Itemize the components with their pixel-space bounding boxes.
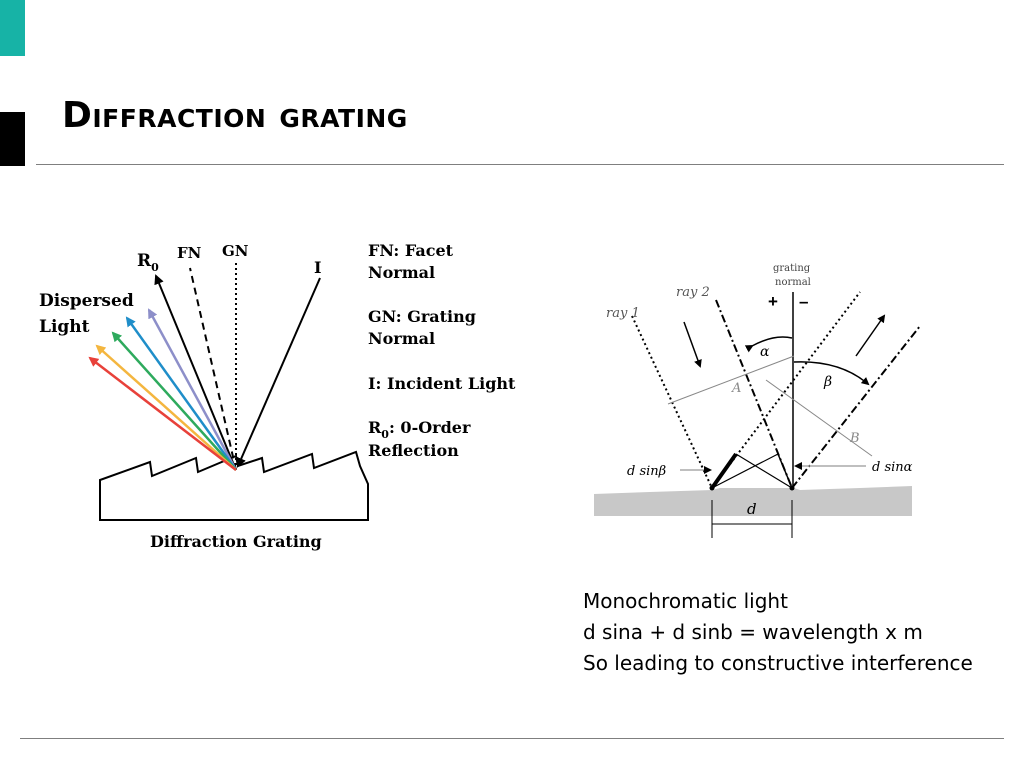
facet-normal-line [189, 267, 237, 471]
r0-label: R0 [137, 251, 159, 274]
legend-r0-line1: R0: 0-Order [368, 418, 471, 441]
dispersed-ray-red [88, 356, 237, 471]
dispersed-ray-blue [125, 316, 238, 471]
dispersed-light-label-2: Light [39, 317, 90, 337]
slide-title: Diffraction grating [62, 95, 408, 136]
i-label: I [314, 258, 321, 277]
caption-block: Monochromatic light d sina + d sinb = wa… [583, 586, 973, 679]
footer-divider [20, 738, 1004, 739]
grating-body [99, 450, 369, 521]
legend-i-line1: I: Incident Light [368, 374, 516, 393]
dispersed-ray-green [111, 331, 237, 471]
legend-gn-line1: GN: Grating [368, 307, 476, 326]
accent-bar-teal [0, 0, 25, 56]
gn-label: GN [222, 242, 249, 260]
caption-line-1: Monochromatic light [583, 589, 788, 613]
legend-gn-line2: Normal [368, 329, 435, 348]
caption-line-3: So leading to constructive interference [583, 651, 973, 675]
grating-caption: Diffraction Grating [150, 532, 322, 551]
title-divider [36, 164, 1004, 165]
dispersed-light-label-1: Dispersed [39, 291, 134, 311]
legend-r0-line2: Reflection [368, 441, 459, 460]
fn-label: FN [177, 244, 202, 262]
caption-line-2: d sina + d sinb = wavelength x m [583, 620, 923, 644]
legend-fn-line1: FN: Facet [368, 241, 454, 260]
dispersed-ray-yellow [95, 344, 237, 471]
incident-light-arrow [236, 277, 321, 468]
zero-order-reflection-arrow [154, 274, 237, 471]
legend-fn-line2: Normal [368, 263, 435, 282]
dispersed-ray-violet [147, 308, 238, 471]
accent-bar-black [0, 112, 25, 166]
